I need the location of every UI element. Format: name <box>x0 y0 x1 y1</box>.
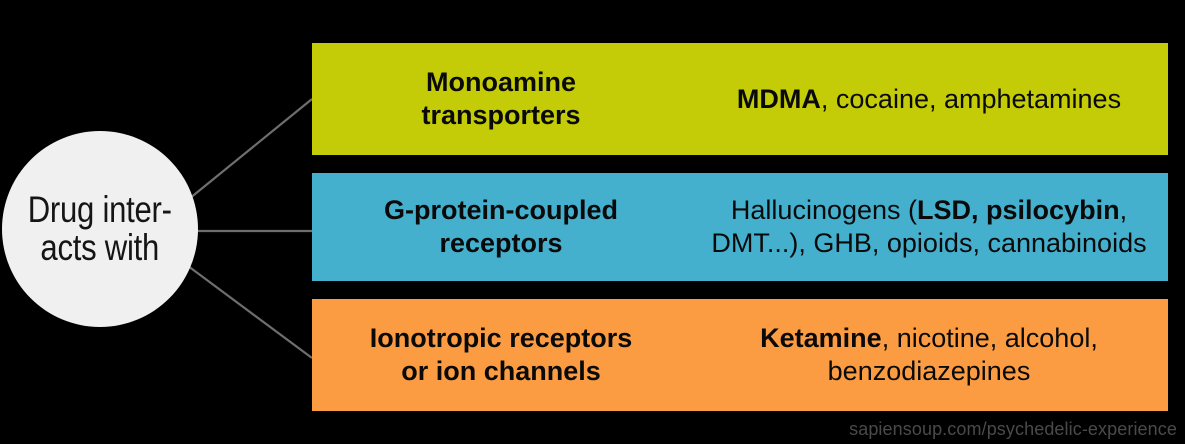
source-attribution: sapiensoup.com/psychedelic-experience <box>849 419 1177 439</box>
row-examples-label: Hallucinogens (LSD, psilocybin, DMT...),… <box>700 194 1158 260</box>
hub-circle: Drug inter- acts with <box>2 131 198 327</box>
row-category-cell: G-protein-coupled receptors <box>312 173 690 281</box>
examples-prefix: Hallucinogens ( <box>730 195 918 226</box>
row-examples-label: Ketamine, nicotine, alcohol, benzodiazep… <box>700 322 1158 388</box>
row-category-label: Ionotropic receptors or ion channels <box>369 322 633 386</box>
row-examples-cell: Hallucinogens (LSD, psilocybin, DMT...),… <box>690 173 1168 281</box>
row-category-cell: Ionotropic receptors or ion channels <box>312 299 690 411</box>
examples-highlight: MDMA <box>736 83 821 114</box>
examples-suffix: , DMT...), GHB, opioids, cannabinoids <box>711 195 1147 258</box>
row-examples-cell: MDMA, cocaine, amphetamines <box>690 43 1168 155</box>
examples-suffix: , nicotine, alcohol, benzodiazepines <box>827 323 1098 386</box>
row-examples-cell: Ketamine, nicotine, alcohol, benzodiazep… <box>690 299 1168 411</box>
hub-label: Drug inter- acts with <box>27 188 173 268</box>
examples-highlight: LSD, psilocybin <box>917 195 1120 226</box>
examples-suffix: , cocaine, amphetamines <box>820 83 1122 114</box>
row-category-label: Monoamine transporters <box>421 66 581 130</box>
connector-line-bottom <box>183 262 313 359</box>
connector-line-top <box>183 98 313 204</box>
row-category-cell: Monoamine transporters <box>312 43 690 155</box>
row-examples-label: MDMA, cocaine, amphetamines <box>737 83 1121 116</box>
row-g-protein-coupled-receptors: G-protein-coupled receptors Hallucinogen… <box>312 173 1168 281</box>
row-category-label: G-protein-coupled receptors <box>384 194 618 258</box>
row-monoamine-transporters: Monoamine transporters MDMA, cocaine, am… <box>312 43 1168 155</box>
row-ionotropic-receptors-or-ion-channels: Ionotropic receptors or ion channels Ket… <box>312 299 1168 411</box>
examples-highlight: Ketamine <box>760 323 882 354</box>
